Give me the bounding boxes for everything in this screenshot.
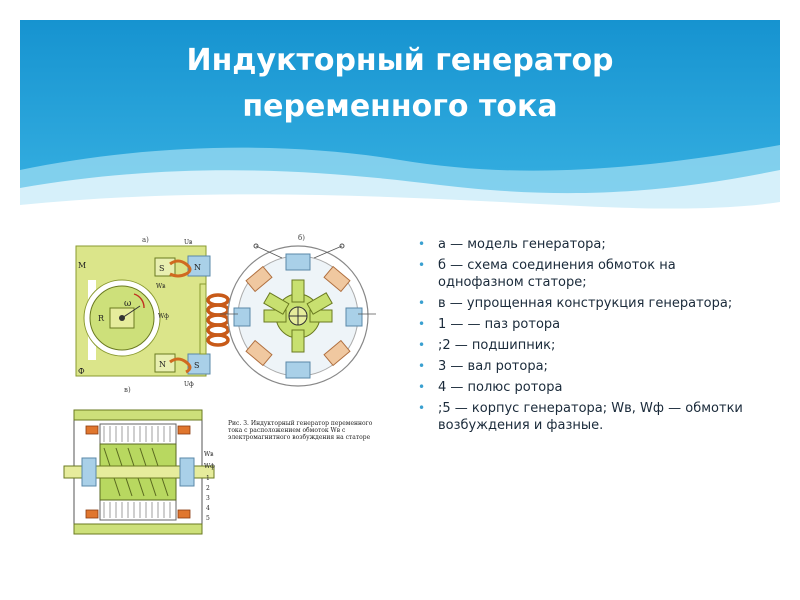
bullet-text: в — упрощенная конструкция генератора; xyxy=(438,296,733,311)
section-label-wv: Wв xyxy=(204,451,214,458)
bullet-dot-icon: • xyxy=(418,380,426,394)
section-label-wf: Wф xyxy=(204,463,215,470)
bullet-text: 3 — вал ротора; xyxy=(438,359,548,374)
model-label-m: М xyxy=(78,261,86,270)
figure-b-stator-scheme: б) xyxy=(220,234,376,387)
rotor-star xyxy=(263,279,333,353)
connection-wires xyxy=(220,245,376,315)
model-label-phi: Ф xyxy=(78,367,85,376)
label-b: б) xyxy=(298,234,305,242)
bullet-text: 1 — — паз ротора xyxy=(438,317,561,332)
bearing-left xyxy=(81,457,97,487)
stator-poles xyxy=(233,253,363,379)
header-background xyxy=(20,20,780,220)
bullet-dot-icon: • xyxy=(418,296,426,310)
bullet-dot-icon: • xyxy=(418,317,426,331)
model-label-n-top: N xyxy=(194,263,201,272)
callout-2: 2 xyxy=(206,485,210,492)
bullet-dot-icon: • xyxy=(418,338,426,352)
field-winding xyxy=(169,259,192,374)
rotor-shaft xyxy=(63,465,215,479)
bullet-item: • а — модель генератора; xyxy=(418,236,748,253)
bullet-item: • в — упрощенная конструкция генератора; xyxy=(418,295,748,312)
bullet-item: • ;5 — корпус генератора; Wв, Wф — обмотк… xyxy=(418,400,748,434)
bullet-item: • 1 — — паз ротора xyxy=(418,316,748,333)
model-label-s-bottom: S xyxy=(194,361,199,370)
bullet-list: • а — модель генератора; • б — схема соеди… xyxy=(418,236,748,438)
slide-title: Индукторный генератор переменного тока xyxy=(20,38,780,130)
bullet-text: б — схема соединения обмоток на однофазн… xyxy=(438,258,676,290)
model-label-omega: ω xyxy=(124,299,131,309)
title-line-1: Индукторный генератор xyxy=(186,43,614,78)
figure-a-model: а) М Ф xyxy=(75,236,230,388)
model-label-n-bottom: N xyxy=(159,360,166,369)
bullet-item: • 3 — вал ротора; xyxy=(418,358,748,375)
bullet-dot-icon: • xyxy=(418,359,426,373)
model-label-wb: Wв xyxy=(156,283,166,290)
model-label-uf: Uф xyxy=(184,381,194,388)
bullet-item: • б — схема соединения обмоток на однофаз… xyxy=(418,257,748,291)
title-line-2: переменного тока xyxy=(242,89,558,124)
bullet-text: а — модель генератора; xyxy=(438,237,606,252)
model-label-wf: Wф xyxy=(158,313,169,320)
label-a: а) xyxy=(142,236,149,244)
figure-c-construction: в) Wв Wф 1 xyxy=(63,386,215,535)
bearing-right xyxy=(179,457,195,487)
phase-winding xyxy=(206,293,230,347)
bullet-text: ;5 — корпус генератора; Wв, Wф — обмотки… xyxy=(438,401,743,433)
caption-text: Рис. 3. Индукторный генератор переменног… xyxy=(228,420,373,441)
bullet-item: • 4 — полюс ротора xyxy=(418,379,748,396)
callout-5: 5 xyxy=(206,515,210,522)
model-label-r: R xyxy=(98,314,105,323)
bullet-dot-icon: • xyxy=(418,401,426,415)
generator-figures: а) М Ф xyxy=(63,234,376,535)
figure-caption: Рис. 3. Индукторный генератор переменног… xyxy=(228,420,373,441)
label-v: в) xyxy=(124,386,131,394)
callout-4: 4 xyxy=(206,505,210,512)
bullet-dot-icon: • xyxy=(418,237,426,251)
model-label-s-top: S xyxy=(159,264,164,273)
bullet-dot-icon: • xyxy=(418,258,426,272)
callout-3: 3 xyxy=(206,495,210,502)
model-label-ub: Uв xyxy=(184,239,193,246)
callout-1: 1 xyxy=(206,475,210,482)
bullet-item: • ;2 — подшипник; xyxy=(418,337,748,354)
bullet-text: ;2 — подшипник; xyxy=(438,338,556,353)
bullet-text: 4 — полюс ротора xyxy=(438,380,563,395)
